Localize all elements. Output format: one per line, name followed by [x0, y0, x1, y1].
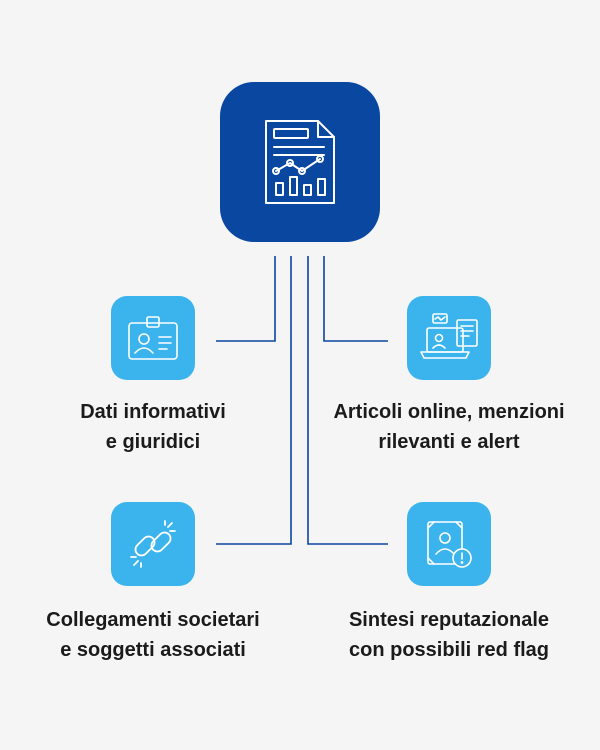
report-chart-icon: [265, 120, 335, 204]
label-line: rilevanti e alert: [378, 431, 520, 453]
connector-top-left: [216, 256, 276, 342]
profile-alert-icon: [427, 521, 472, 568]
label-line: Collegamenti societari: [46, 609, 260, 631]
tile-articoli-online: [407, 296, 491, 380]
label-line: Dati informativi: [80, 401, 226, 423]
label-line: e soggetti associati: [60, 639, 246, 661]
tile-dati-informativi: [111, 296, 195, 380]
label-collegamenti-societari: Collegamenti societari e soggetti associ…: [3, 605, 303, 665]
tile-sintesi-reputazionale: [407, 502, 491, 586]
label-line: con possibili red flag: [348, 639, 550, 661]
connector-bottom-left: [216, 256, 292, 545]
laptop-news-icon: [420, 313, 478, 359]
connector-bottom-right: [307, 256, 388, 545]
connector-top-right: [323, 256, 388, 342]
label-line: Articoli online, menzioni: [333, 401, 565, 423]
chain-link-icon: [130, 520, 176, 568]
hub-tile: [220, 82, 380, 242]
label-line: e giuridici: [105, 431, 201, 453]
label-sintesi-reputazionale: Sintesi reputazionale con possibili red …: [299, 605, 599, 665]
label-dati-informativi: Dati informativi e giuridici: [3, 397, 303, 457]
id-badge-icon: [128, 316, 178, 360]
label-articoli-online: Articoli online, menzioni rilevanti e al…: [299, 397, 599, 457]
tile-collegamenti-societari: [111, 502, 195, 586]
label-line: Sintesi reputazionale: [348, 609, 550, 631]
